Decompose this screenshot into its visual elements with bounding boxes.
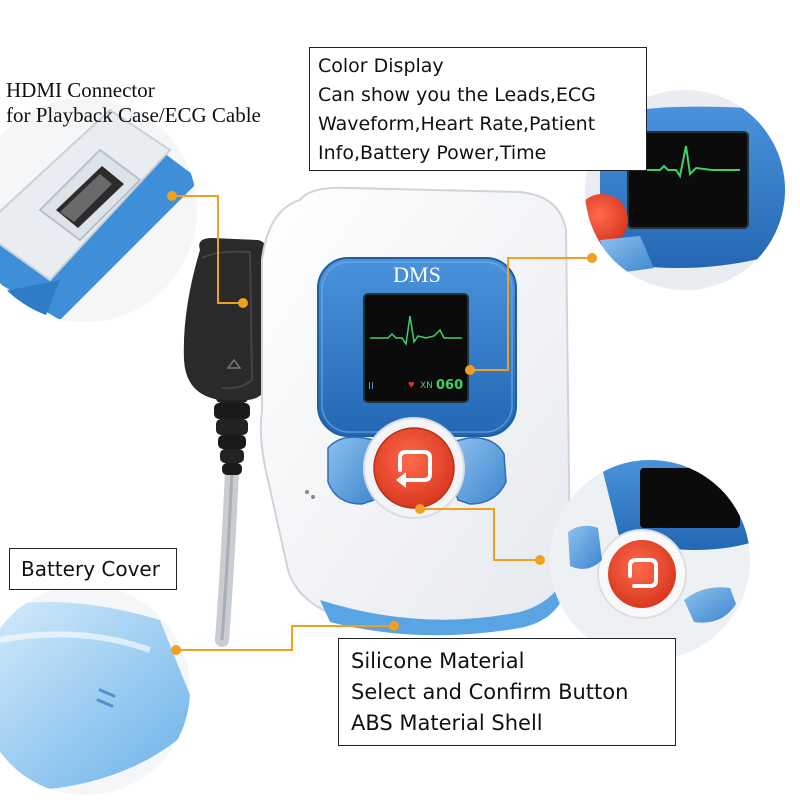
- materials-callout: Silicone Material Select and Confirm But…: [338, 638, 676, 746]
- hdmi-callout-line-1: HDMI Connector: [6, 78, 155, 102]
- display-callout: Color Display Can show you the Leads,ECG…: [309, 47, 647, 171]
- display-callout-line-2: Can show you the Leads,ECG: [318, 84, 596, 106]
- materials-callout-line-3: ABS Material Shell: [351, 711, 543, 735]
- lead-indicator: II: [368, 381, 374, 392]
- battery-callout-line-1: Battery Cover: [21, 557, 160, 581]
- device-brand-logo: DMS: [393, 262, 441, 287]
- display-callout-line-1: Color Display: [318, 55, 444, 77]
- hdmi-callout-line-2: for Playback Case/ECG Cable: [6, 103, 261, 127]
- materials-callout-line-1: Silicone Material: [351, 649, 525, 673]
- cable-connector: [183, 238, 268, 400]
- secondary-indicator: XN: [420, 381, 433, 391]
- display-callout-line-3: Waveform,Heart Rate,Patient: [318, 113, 596, 135]
- callout-dots: [167, 191, 597, 655]
- device-screen: [363, 293, 469, 403]
- callout-lines: [172, 195, 592, 651]
- battery-callout: Battery Cover: [9, 548, 177, 590]
- device-buttons: [327, 417, 507, 519]
- heart-rate-value: 060: [436, 378, 464, 393]
- hdmi-inset: [0, 98, 197, 322]
- materials-callout-line-2: Select and Confirm Button: [351, 680, 629, 704]
- hdmi-callout: HDMI Connector for Playback Case/ECG Cab…: [6, 78, 261, 128]
- heart-icon: ♥: [408, 379, 415, 391]
- battery-cover-inset: [0, 585, 190, 795]
- ecg-cable: [214, 385, 250, 647]
- display-callout-line-4: Info,Battery Power,Time: [318, 142, 547, 164]
